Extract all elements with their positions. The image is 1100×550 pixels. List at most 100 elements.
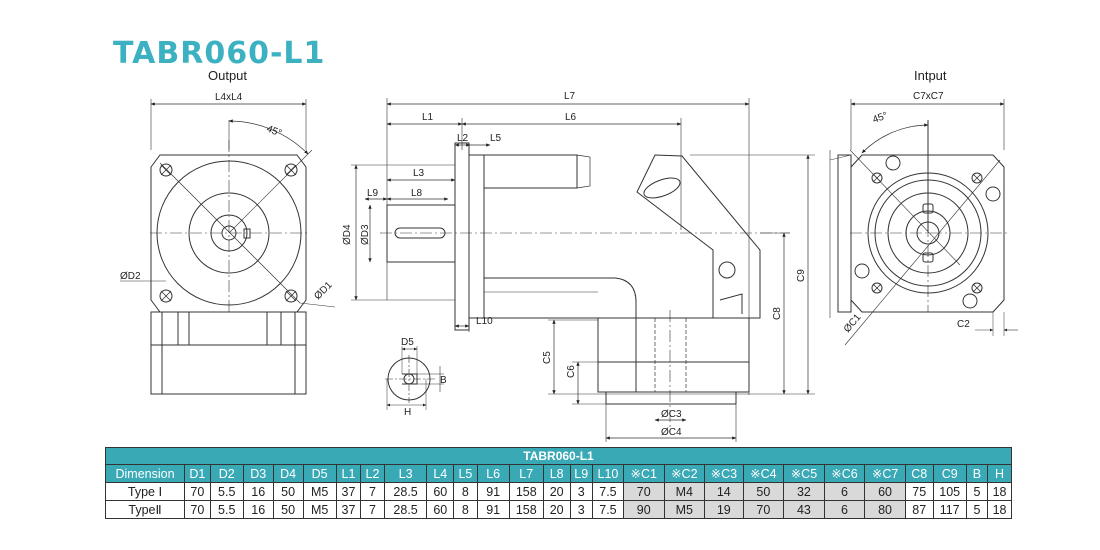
table-cell: 117 — [932, 500, 967, 519]
l2-label: L2 — [457, 133, 469, 144]
row-label: Type Ⅰ — [104, 482, 186, 501]
table-cell: 8 — [453, 500, 478, 519]
output-view — [120, 99, 336, 395]
header-cell: D1 — [184, 464, 211, 483]
l3-label: L3 — [413, 168, 425, 179]
table-cell: 91 — [476, 500, 510, 519]
c5-label: C5 — [542, 351, 553, 364]
c8-label: C8 — [772, 307, 783, 320]
c4-label: ØC4 — [661, 427, 682, 438]
output-flange — [150, 154, 307, 313]
table-cell: 6 — [823, 482, 866, 501]
table-cell: 50 — [272, 482, 304, 501]
table-cell: 70 — [742, 500, 785, 519]
d1-label: ØD1 — [312, 279, 335, 302]
header-cell: B — [965, 464, 989, 483]
header-cell: L5 — [453, 464, 478, 483]
header-cell: ※C7 — [864, 464, 906, 483]
table-cell: 70 — [622, 482, 665, 501]
table-cell: 6 — [823, 500, 866, 519]
table-cell: 28.5 — [383, 482, 428, 501]
table-cell: 60 — [426, 482, 455, 501]
page-title: TABR060-L1 — [113, 36, 326, 71]
header-cell: ※C3 — [704, 464, 744, 483]
table-cell: M4 — [663, 482, 706, 501]
table-cell: 37 — [335, 482, 362, 501]
header-cell: L9 — [569, 464, 593, 483]
input-angle-label: 45° — [871, 110, 889, 126]
table-cell: 28.5 — [383, 500, 428, 519]
c2-label: C2 — [957, 319, 970, 330]
l9-label: L9 — [367, 188, 379, 199]
table-cell: 18 — [987, 500, 1012, 519]
table-cell: 158 — [508, 500, 544, 519]
header-cell: ※C6 — [823, 464, 866, 483]
l5-label: L5 — [490, 133, 502, 144]
table-title-row: TABR060-L1 — [105, 447, 1012, 465]
header-cell: C9 — [932, 464, 967, 483]
c6-label: C6 — [566, 365, 577, 378]
d2-label: ØD2 — [120, 271, 141, 282]
table-cell: 5.5 — [209, 482, 244, 501]
table-cell: 19 — [704, 500, 744, 519]
header-cell: D4 — [272, 464, 304, 483]
output-view-label: Output — [208, 68, 248, 83]
table-cell: 20 — [542, 482, 571, 501]
table-cell: 20 — [542, 500, 571, 519]
c3-label: ØC3 — [661, 409, 682, 420]
header-cell: L8 — [542, 464, 571, 483]
header-cell: L7 — [508, 464, 544, 483]
header-cell: H — [987, 464, 1012, 483]
table-cell: 70 — [184, 482, 211, 501]
table-cell: 18 — [987, 482, 1012, 501]
table-cell: 32 — [783, 482, 825, 501]
l6-label: L6 — [565, 112, 577, 123]
table-cell: 5.5 — [209, 500, 244, 519]
header-cell: C8 — [904, 464, 934, 483]
header-cell: L4 — [426, 464, 455, 483]
input-view — [829, 99, 1018, 346]
table-cell: 91 — [476, 482, 510, 501]
l1-label: L1 — [422, 112, 434, 123]
header-cell: L3 — [383, 464, 428, 483]
table-cell: 80 — [864, 500, 906, 519]
table-cell: 43 — [783, 500, 825, 519]
side-view — [351, 98, 815, 442]
table-cell: M5 — [302, 500, 337, 519]
table-cell: 5 — [965, 500, 989, 519]
l7-label: L7 — [564, 91, 576, 102]
table-cell: M5 — [663, 500, 706, 519]
table-cell: 70 — [184, 500, 211, 519]
row-label: TypeⅡ — [104, 500, 186, 519]
table-cell: 60 — [426, 500, 455, 519]
table-cell: 50 — [742, 482, 785, 501]
c7xc7-label: C7xC7 — [913, 91, 944, 102]
b-label: B — [440, 375, 447, 386]
table-title: TABR060-L1 — [105, 447, 1012, 465]
input-view-label: Intput — [914, 68, 947, 83]
header-cell: D3 — [242, 464, 274, 483]
table-cell: 90 — [622, 500, 665, 519]
header-cell: L10 — [591, 464, 624, 483]
header-cell: ※C2 — [663, 464, 706, 483]
l8-label: L8 — [411, 188, 423, 199]
header-cell: L6 — [476, 464, 510, 483]
d3-label: ØD3 — [360, 224, 371, 245]
table-cell: 7.5 — [591, 482, 624, 501]
h-label: H — [404, 407, 411, 418]
c1-label: ØC1 — [842, 312, 864, 335]
header-cell: Dimension — [104, 464, 186, 483]
header-cell: D2 — [209, 464, 244, 483]
table-cell: 7 — [360, 500, 385, 519]
header-cell: L1 — [335, 464, 362, 483]
table-cell: 3 — [569, 500, 593, 519]
table-cell: 50 — [272, 500, 304, 519]
table-cell: 5 — [965, 482, 989, 501]
table-cell: 105 — [932, 482, 967, 501]
table-cell: 75 — [904, 482, 934, 501]
output-angle-label: 45° — [265, 124, 283, 140]
